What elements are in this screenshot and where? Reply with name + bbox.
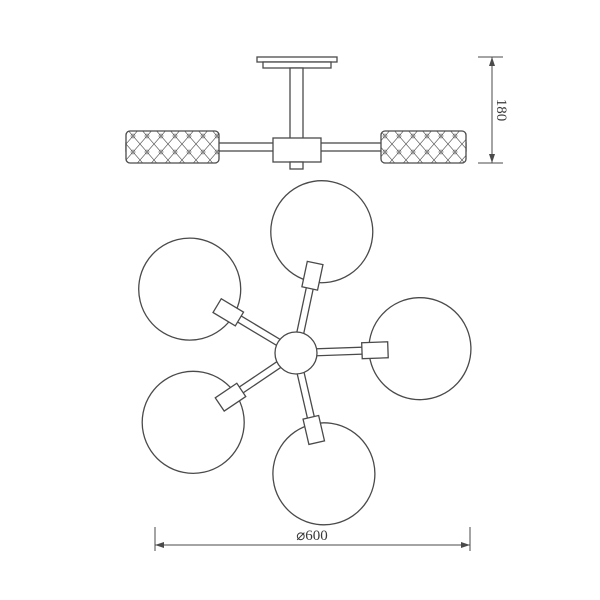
arm-rod xyxy=(309,346,371,357)
globe-socket xyxy=(301,260,324,291)
arrowhead-left-icon xyxy=(155,542,164,548)
center-housing xyxy=(272,137,322,163)
globe-socket xyxy=(302,414,326,446)
arrowhead-right-icon xyxy=(461,542,470,548)
side-view xyxy=(125,56,467,170)
arrowhead-down-icon xyxy=(489,154,495,163)
diameter-dimension: ⌀600 xyxy=(154,527,471,551)
plan-view xyxy=(138,180,472,526)
housing-nub xyxy=(289,161,304,170)
right-crystal-shade xyxy=(380,130,467,164)
diameter-dimension-label: ⌀600 xyxy=(296,528,328,544)
lamp-arm-right xyxy=(309,297,472,401)
center-hub xyxy=(274,331,318,375)
globe-socket xyxy=(214,382,247,412)
lamp-arm-bottom xyxy=(272,365,376,526)
globe-socket xyxy=(361,341,389,360)
left-crystal-shade xyxy=(125,130,220,164)
globe-shade xyxy=(272,422,376,526)
lamp-arm-lower-left xyxy=(141,357,288,474)
ceiling-plate xyxy=(256,56,338,63)
globe-shade xyxy=(270,180,374,284)
globe-shade xyxy=(141,370,245,474)
stem xyxy=(289,67,304,143)
globe-socket xyxy=(212,297,245,327)
lamp-arm-upper-left xyxy=(138,237,287,350)
right-shade-texture xyxy=(380,130,467,164)
left-shade-texture xyxy=(125,130,220,164)
lamp-arm-top xyxy=(270,180,374,341)
height-dimension: 180 xyxy=(478,56,509,164)
arrowhead-up-icon xyxy=(489,57,495,66)
canopy xyxy=(262,61,332,69)
globe-shade xyxy=(138,237,242,341)
height-dimension-label: 180 xyxy=(493,99,509,122)
